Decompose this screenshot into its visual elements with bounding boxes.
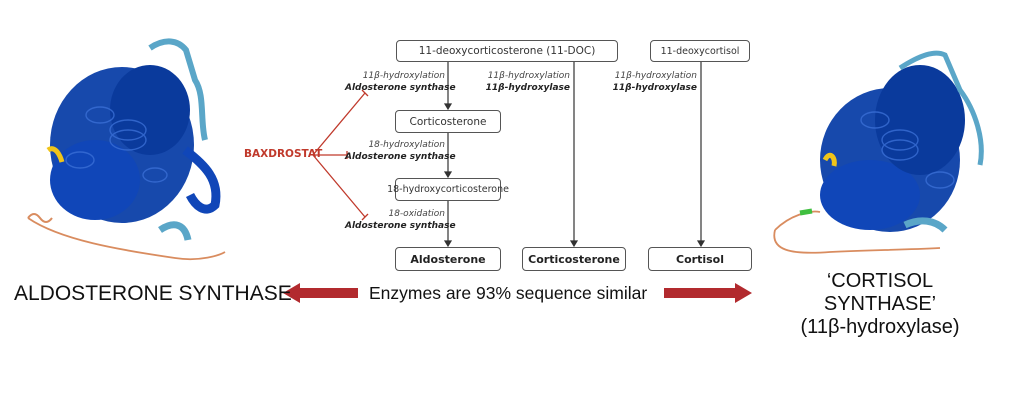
step-enzyme: 11β-hydroxylase — [485, 83, 570, 93]
inhibitor-label: BAXDROSTAT — [244, 148, 323, 160]
box-corticosterone-intermediate: Corticosterone — [395, 110, 501, 133]
step-enzyme: 11β-hydroxylase — [612, 83, 697, 93]
inhibition-lines — [312, 89, 369, 221]
step-enzyme: Aldosterone synthase — [345, 152, 456, 162]
box-cortisol: Cortisol — [648, 247, 752, 271]
cortisol-synthase-structure-icon — [773, 50, 984, 254]
box-corticosterone: Corticosterone — [522, 247, 626, 271]
right-enzyme-name: ‘CORTISOL SYNTHASE’ — [823, 270, 937, 315]
similarity-label: Enzymes are 93% sequence similar — [369, 283, 648, 303]
box-aldosterone: Aldosterone — [395, 247, 501, 271]
box-11-deoxycortisol: 11-deoxycortisol — [650, 40, 750, 62]
right-enzyme-label: ‘CORTISOL SYNTHASE’ (11β-hydroxylase) — [770, 270, 990, 339]
step-reaction: 11β-hydroxylation — [487, 71, 570, 81]
step-label-4: 11β-hydroxylation 11β-hydroxylase — [470, 70, 570, 94]
aldosterone-synthase-structure-icon — [27, 38, 226, 261]
step-enzyme: Aldosterone synthase — [345, 221, 456, 231]
right-arrow — [664, 283, 752, 303]
box-18-hydroxycorticosterone: 18-hydroxycorticosterone — [387, 178, 509, 201]
step-label-1: 11β-hydroxylation Aldosterone synthase — [345, 70, 456, 94]
left-arrow — [283, 283, 358, 303]
box-11-doc: 11-deoxycorticosterone (11-DOC) — [396, 40, 618, 62]
step-reaction: 18-hydroxylation — [368, 140, 445, 150]
step-label-2: 18-hydroxylation Aldosterone synthase — [345, 139, 456, 163]
step-reaction: 11β-hydroxylation — [362, 71, 445, 81]
step-reaction: 18-oxidation — [388, 209, 445, 219]
step-label-3: 18-oxidation Aldosterone synthase — [345, 208, 456, 232]
step-enzyme: Aldosterone synthase — [345, 83, 456, 93]
step-reaction: 11β-hydroxylation — [614, 71, 697, 81]
left-enzyme-label: ALDOSTERONE SYNTHASE — [14, 282, 292, 305]
step-label-5: 11β-hydroxylation 11β-hydroxylase — [597, 70, 697, 94]
right-enzyme-alias: (11β-hydroxylase) — [800, 316, 960, 338]
